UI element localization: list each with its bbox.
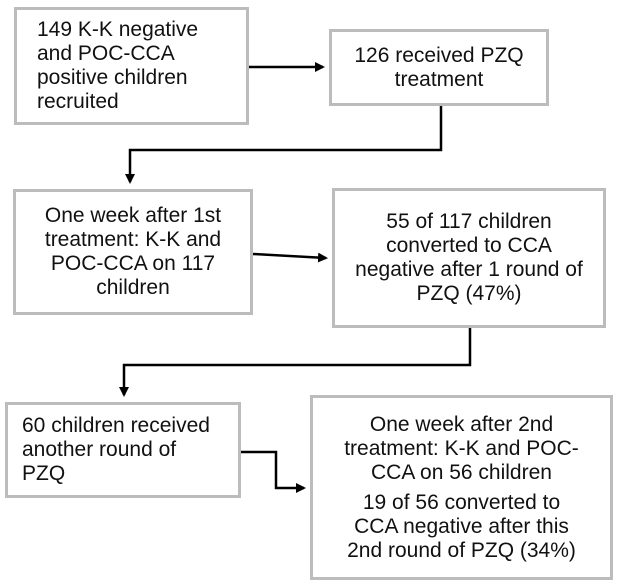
followup2-line-2: treatment: K-K and POC- — [344, 436, 579, 460]
followup2-box: One week after 2nd treatment: K-K and PO… — [310, 395, 613, 580]
treatment2-line-1: 60 children received — [22, 414, 210, 437]
treatment2-line-2: another round of — [22, 438, 177, 461]
followup2-conversion: 19 of 56 converted to CCA negative after… — [313, 491, 610, 563]
treatment1-line-1: 126 received PZQ — [354, 43, 524, 67]
followup2-summary: One week after 2nd treatment: K-K and PO… — [313, 413, 610, 485]
followup2-conversion-line-3: 2nd round of PZQ (34%) — [347, 538, 576, 562]
recruited-line-3: positive children — [37, 66, 188, 89]
arrow-conversion1-to-treatment2 — [119, 328, 472, 397]
recruited-line-4: recruited — [37, 90, 119, 113]
followup2-line-1: One week after 2nd — [369, 412, 554, 436]
followup2-conversion-line-1: 19 of 56 converted to — [362, 490, 561, 514]
conversion1-line-4: PZQ (47%) — [416, 282, 522, 305]
followup1-line-3: POC-CCA on 117 — [50, 252, 216, 275]
arrow-treatment2-to-followup2 — [241, 450, 306, 493]
recruited-line-1: 149 K-K negative — [37, 18, 199, 41]
recruited-box: 149 K-K negative and POC-CCA positive ch… — [14, 7, 249, 125]
treatment2-line-3: PZQ — [22, 462, 66, 485]
followup2-line-3: CCA on 56 children — [371, 460, 552, 484]
conversion1-line-2: converted to CCA — [386, 234, 552, 257]
treatment1-line-2: treatment — [394, 67, 484, 91]
recruited-line-2: and POC-CCA — [37, 42, 175, 65]
followup2-conversion-line-2: CCA negative after this — [354, 514, 569, 538]
followup1-box: One week after 1st treatment: K-K and PO… — [13, 189, 253, 315]
conversion1-line-1: 55 of 117 children — [386, 210, 552, 233]
arrow-followup1-to-conversion1 — [252, 252, 328, 263]
followup1-line-1: One week after 1st — [44, 204, 222, 227]
conversion1-line-3: negative after 1 round of — [355, 258, 583, 281]
treatment2-box: 60 children received another round of PZ… — [5, 402, 241, 498]
conversion1-box: 55 of 117 children converted to CCA nega… — [332, 188, 606, 328]
treatment1-box: 126 received PZQ treatment — [329, 29, 549, 106]
arrow-treatment1-to-followup1 — [125, 106, 443, 184]
followup1-line-2: treatment: K-K and — [44, 228, 222, 251]
followup1-line-4: children — [96, 276, 170, 299]
